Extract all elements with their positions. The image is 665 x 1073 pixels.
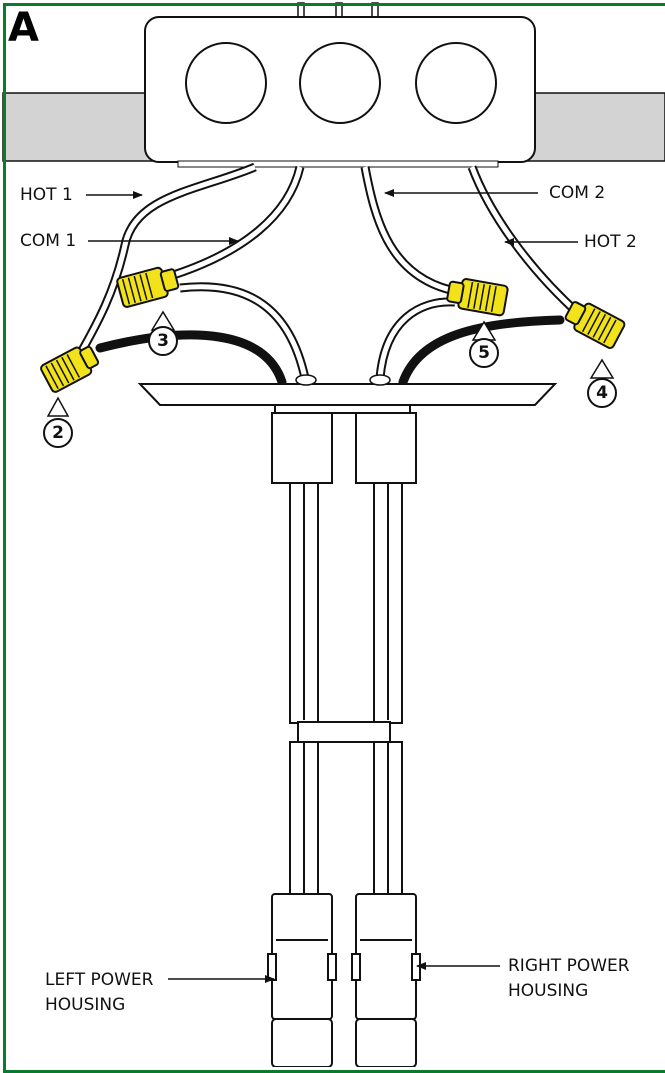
label-hot-2: HOT 2 [584, 232, 637, 252]
label-left-power-line1: LEFT POWER [45, 970, 154, 990]
wire-nut-4 [564, 301, 626, 349]
label-right-power-line1: RIGHT POWER [508, 956, 630, 976]
knockout-right [415, 42, 497, 124]
label-right-power-line2: HOUSING [508, 981, 589, 1001]
label-com-1: COM 1 [20, 231, 77, 251]
panel-label: A [8, 5, 39, 51]
wire-nut-3 [116, 266, 180, 308]
left-power-housing [267, 893, 337, 1067]
fixture-white-wires [179, 282, 456, 379]
label-com-2: COM 2 [549, 183, 606, 203]
fixture-black-wires [95, 315, 565, 387]
label-hot-1: HOT 1 [20, 185, 73, 205]
callout-5: 5 [469, 338, 499, 368]
callout-2: 2 [43, 418, 73, 448]
knockout-left [185, 42, 267, 124]
wire-nut-5 [446, 278, 509, 317]
wire-nut-2 [40, 345, 100, 393]
diagram-frame [3, 3, 665, 1073]
callout-4: 4 [587, 378, 617, 408]
right-power-housing [351, 893, 421, 1067]
callout-pointers [46, 310, 615, 417]
knockout-center [299, 42, 381, 124]
junction-box [144, 16, 536, 168]
fixture-stems [271, 404, 417, 895]
leader-arrows [86, 189, 578, 983]
canopy [137, 374, 558, 406]
callout-3: 3 [148, 326, 178, 356]
label-left-power-line2: HOUSING [45, 995, 126, 1015]
